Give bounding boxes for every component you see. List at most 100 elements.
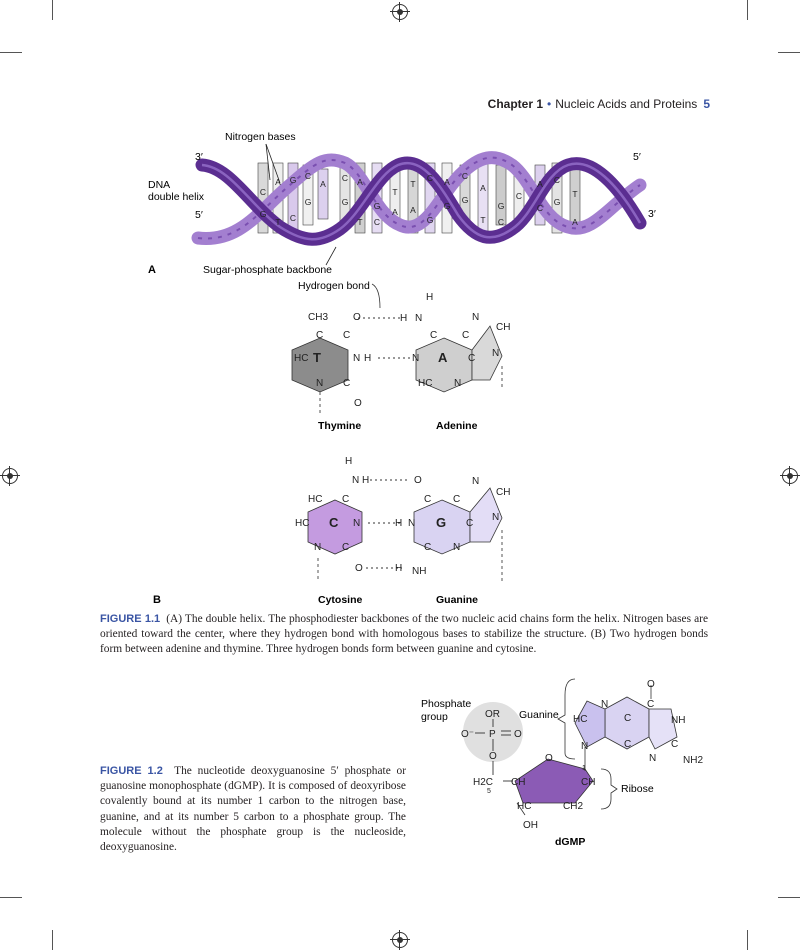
atom-label: HC — [308, 494, 322, 505]
rung-letter: C — [290, 213, 296, 223]
cytosine-ring — [307, 499, 363, 555]
oh-bond — [516, 802, 526, 816]
figure-1-1-text: (A) The double helix. The phosphodiester… — [100, 613, 708, 656]
rung-letter: T — [480, 215, 485, 225]
carbon-number-5: 5 — [487, 788, 491, 795]
atom-label: H — [395, 563, 402, 574]
figure-1-2-text: The nucleotide deoxyguanosine 5′ phospha… — [100, 765, 406, 854]
atom-label: N — [472, 312, 479, 323]
dna-label-line1: DNA — [148, 179, 170, 191]
atom-label: HC — [295, 518, 309, 529]
rung-letter: A — [444, 177, 450, 187]
atom-label: NH2 — [683, 755, 703, 766]
rung-letter: C — [427, 173, 433, 183]
helix-callout-lines — [265, 143, 337, 266]
trim-mark — [747, 930, 748, 950]
rung-letter: C — [554, 175, 560, 185]
figure-1-1-label: FIGURE 1.1 — [100, 613, 161, 625]
atom-label: H — [395, 518, 402, 529]
atom-label: O — [355, 563, 363, 574]
ribose-label: Ribose — [621, 783, 654, 795]
header-bullet: • — [547, 97, 552, 111]
phosphate-label-line2: group — [421, 711, 448, 723]
atom-label: CH — [511, 777, 525, 788]
rung-letter: G — [554, 197, 561, 207]
nitrogen-bases-label: Nitrogen bases — [225, 131, 296, 143]
rung-letter: A — [572, 217, 578, 227]
atom-label: C — [342, 494, 349, 505]
atom-label: O — [414, 475, 422, 486]
hydrogen-bond-pointer — [371, 283, 381, 309]
atom-label: CH — [496, 487, 510, 498]
atom-label: H — [345, 456, 352, 467]
rung-letter: G — [374, 201, 381, 211]
atom-label: HC — [294, 353, 308, 364]
guanine-ring-extension — [648, 708, 678, 750]
figure-1-1-caption: FIGURE 1.1 (A) The double helix. The pho… — [100, 612, 708, 658]
atom-label: P — [489, 729, 496, 740]
rung-letter: G — [444, 201, 451, 211]
atom-label: CH3 — [308, 312, 328, 323]
rung-letter: T — [275, 217, 280, 227]
atom-label: C — [468, 353, 475, 364]
atom-label: O — [647, 679, 655, 690]
atom-label: H — [364, 353, 371, 364]
carbon-number-1: 1 — [582, 765, 586, 772]
rung-letter: G — [260, 209, 267, 219]
atom-label: NH — [412, 566, 426, 577]
guanine-bracket — [557, 678, 576, 760]
registration-mark-icon — [390, 930, 410, 950]
rung-letter: G — [305, 197, 312, 207]
thymine-label: Thymine — [318, 420, 361, 432]
atom-label: H2C — [473, 777, 493, 788]
thymine-ring-letter: T — [313, 350, 321, 365]
rung-letter: G — [498, 201, 505, 211]
figure-1-2-caption: FIGURE 1.2 The nucleotide deoxyguanosine… — [100, 764, 406, 855]
atom-label: H — [426, 292, 433, 303]
atom-label: O — [489, 751, 497, 762]
atom-label: N — [492, 512, 499, 523]
registration-mark-icon — [390, 2, 410, 22]
rung-letter: C — [537, 203, 543, 213]
rung-letter: A — [480, 183, 486, 193]
ribose-bracket — [600, 768, 618, 810]
dgmp-diagram: OR O⁻ P O O H2C 5 CH O 1 CH HC CH2 OH HC… — [421, 678, 703, 848]
rung-letter: A — [320, 179, 326, 189]
atom-label: H — [400, 313, 407, 324]
atom-label: N — [453, 542, 460, 553]
atom-label: OR — [485, 709, 500, 720]
atom-label: N — [352, 475, 359, 486]
guanine-five-ring — [574, 700, 606, 748]
atom-label: N — [601, 699, 608, 710]
atom-label: HC — [573, 714, 587, 725]
panel-label-b: B — [153, 594, 161, 606]
atom-label: N — [412, 353, 419, 364]
trim-mark — [747, 0, 748, 20]
atom-label: N — [314, 542, 321, 553]
rung-letter: G — [290, 175, 297, 185]
rung-letter: C — [462, 171, 468, 181]
atom-label: O⁻ — [461, 729, 474, 740]
phosphate-highlight — [463, 702, 523, 762]
strand-end-5-left: 5′ — [195, 209, 203, 221]
atom-label: CH2 — [563, 801, 583, 812]
atom-label: N — [415, 313, 422, 324]
registration-mark-icon — [780, 466, 800, 486]
rung-letter: G — [462, 195, 469, 205]
ta-atoms: CH3 C C O HC N H N C O H N H C C N C HC … — [294, 292, 510, 409]
atom-label: O — [354, 398, 362, 409]
trim-mark — [52, 0, 53, 20]
trim-mark — [0, 897, 22, 898]
atom-label: HC — [418, 378, 432, 389]
atom-label: O — [353, 312, 361, 323]
adenine-five-ring — [471, 325, 503, 381]
atom-label: C — [462, 330, 469, 341]
helix-backbone — [191, 151, 647, 246]
atom-label: N — [454, 378, 461, 389]
strand-end-3-left: 3′ — [195, 151, 203, 163]
dgmp-bonds — [475, 719, 513, 782]
rung-letter: T — [392, 187, 397, 197]
chapter-label: Chapter 1 — [487, 97, 544, 111]
rung-letter: C — [374, 217, 380, 227]
atom-label: HC — [517, 801, 531, 812]
